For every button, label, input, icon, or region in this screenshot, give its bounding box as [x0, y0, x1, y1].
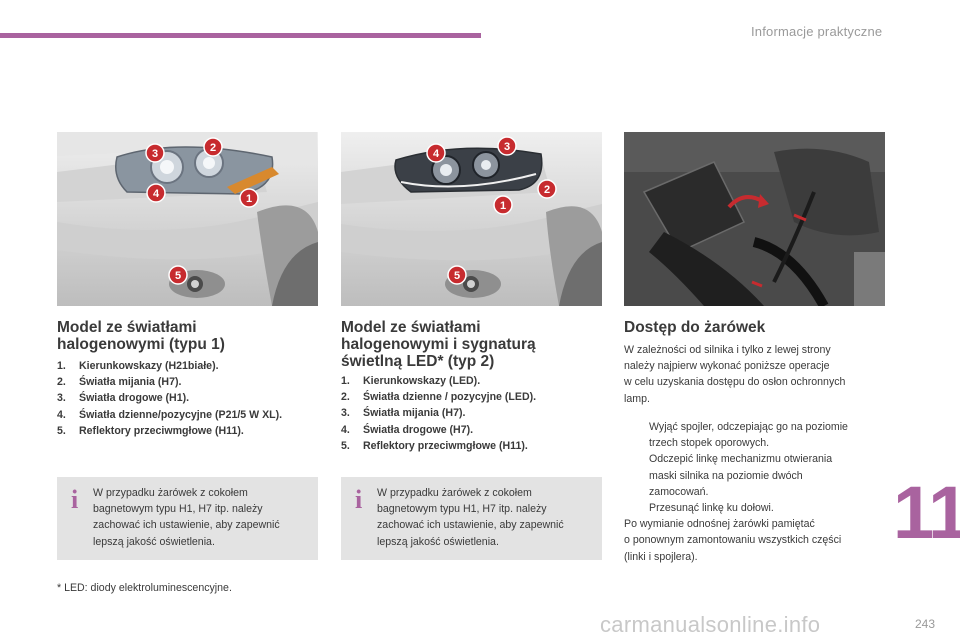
paragraph-line: W zależności od silnika i tylko z lewej …	[624, 344, 831, 356]
list-item: 1.Kierunkowskazy (LED).	[341, 375, 481, 387]
info-line: zachować ich ustawienie, aby zapewnić	[377, 519, 564, 532]
type2-title-line: świetlną LED* (typ 2)	[341, 353, 495, 370]
photo2-label-5: 5	[454, 270, 460, 282]
list-item: 5.Reflektory przeciwmgłowe (H11).	[57, 424, 244, 437]
page-number: 243	[915, 617, 936, 631]
type2-title-line: halogenowymi i sygnaturą	[341, 336, 536, 353]
type1-title-line: halogenowymi (typu 1)	[57, 336, 225, 353]
info-line: lepszą jakość oświetlenia.	[93, 535, 215, 548]
chapter-number: 11	[893, 471, 960, 554]
list-item-continuation: trzech stopek oporowych.	[649, 437, 770, 450]
access-title: Dostęp do żarówek	[624, 319, 766, 336]
type2-title-line: Model ze światłami	[341, 319, 481, 336]
type1-title-line: Model ze światłami	[57, 319, 197, 336]
photo1-label-2: 2	[210, 142, 216, 154]
headlamp-type1-photo: 1 2 3 4 5	[57, 132, 318, 306]
photo1-label-5: 5	[175, 270, 181, 282]
list-item: 3.Światła drogowe (H1).	[57, 392, 190, 405]
checkbox-bullet-icon	[624, 500, 649, 516]
checkbox-bullet-icon	[624, 451, 649, 467]
list-item-continuation: maski silnika na poziomie dwóch	[649, 469, 803, 482]
watermark: carmanualsonline.info	[600, 612, 821, 637]
checkbox-bullet-icon	[624, 419, 649, 435]
info-icon: i	[355, 485, 363, 514]
photo2-label-3: 3	[504, 141, 510, 153]
list-item: 4.Światła dzienne/pozycyjne (P21/5 W XL)…	[57, 408, 283, 421]
info-line: W przypadku żarówek z cokołem	[93, 487, 248, 499]
photo1-label-1: 1	[246, 193, 252, 205]
photo1-label-3: 3	[152, 148, 158, 160]
list-item: 3.Światła mijania (H7).	[341, 407, 466, 420]
list-item: 2.Światła dzienne / pozycyjne (LED).	[341, 391, 537, 404]
list-item: 2.Światła mijania (H7).	[57, 376, 182, 389]
list-item: 1.Kierunkowskazy (H21białe).	[57, 360, 219, 372]
type2-title: Model ze światłami halogenowymi i sygnat…	[341, 319, 536, 370]
access-intro: W zależności od silnika i tylko z lewej …	[624, 342, 845, 407]
list-item-continuation: zamocowań.	[649, 485, 709, 498]
access-steps: Wyjąć spojler, odczepiając go na poziomi…	[624, 419, 848, 565]
headlamp-type2-photo: 1 2 3 4 5	[341, 132, 602, 306]
info-icon: i	[71, 485, 79, 514]
list-item: 4.Światła drogowe (H7).	[341, 423, 474, 436]
list-item: Odczepić linkę mechanizmu otwierania	[624, 451, 848, 467]
type1-bulb-list: 1.Kierunkowskazy (H21białe). 2.Światła m…	[57, 358, 282, 439]
list-item: Przesunąć linkę ku dołowi.	[624, 500, 848, 516]
section-title: Informacje praktyczne	[751, 24, 883, 39]
paragraph-line: Po wymianie odnośnej żarówki pamiętać	[624, 518, 815, 531]
photo1-label-4: 4	[153, 188, 160, 200]
paragraph-line: (linki i spojlera).	[624, 550, 698, 563]
engine-bay-photo	[624, 132, 885, 306]
photo2-label-1: 1	[500, 200, 506, 212]
paragraph-line: o ponownym zamontowaniu wszystkich częśc…	[624, 534, 842, 547]
info-line: lepszą jakość oświetlenia.	[377, 535, 499, 548]
photo2-label-2: 2	[544, 184, 550, 196]
type1-info-box: i W przypadku żarówek z cokołem bagnetow…	[57, 477, 318, 560]
photo2-label-4: 4	[433, 148, 440, 160]
footnote: * LED: diody elektroluminescencyjne.	[57, 582, 232, 594]
paragraph-line: należy najpierw wykonać poniższe operacj…	[624, 360, 830, 373]
list-item: 5.Reflektory przeciwmgłowe (H11).	[341, 439, 528, 452]
list-item: Wyjąć spojler, odczepiając go na poziomi…	[624, 419, 848, 435]
type2-info-box: i W przypadku żarówek z cokołem bagnetow…	[341, 477, 602, 560]
info-line: bagnetowym typu H1, H7 itp. należy	[377, 503, 547, 516]
paragraph-line: w celu uzyskania dostępu do osłon ochron…	[624, 376, 846, 389]
info-line: W przypadku żarówek z cokołem	[377, 487, 532, 499]
info-line: zachować ich ustawienie, aby zapewnić	[93, 519, 280, 532]
type2-bulb-list: 1.Kierunkowskazy (LED). 2.Światła dzienn…	[341, 373, 536, 454]
type1-title: Model ze światłami halogenowymi (typu 1)	[57, 319, 225, 353]
paragraph-line: lamp.	[624, 392, 650, 405]
accent-bar	[0, 33, 481, 38]
info-line: bagnetowym typu H1, H7 itp. należy	[93, 503, 263, 516]
